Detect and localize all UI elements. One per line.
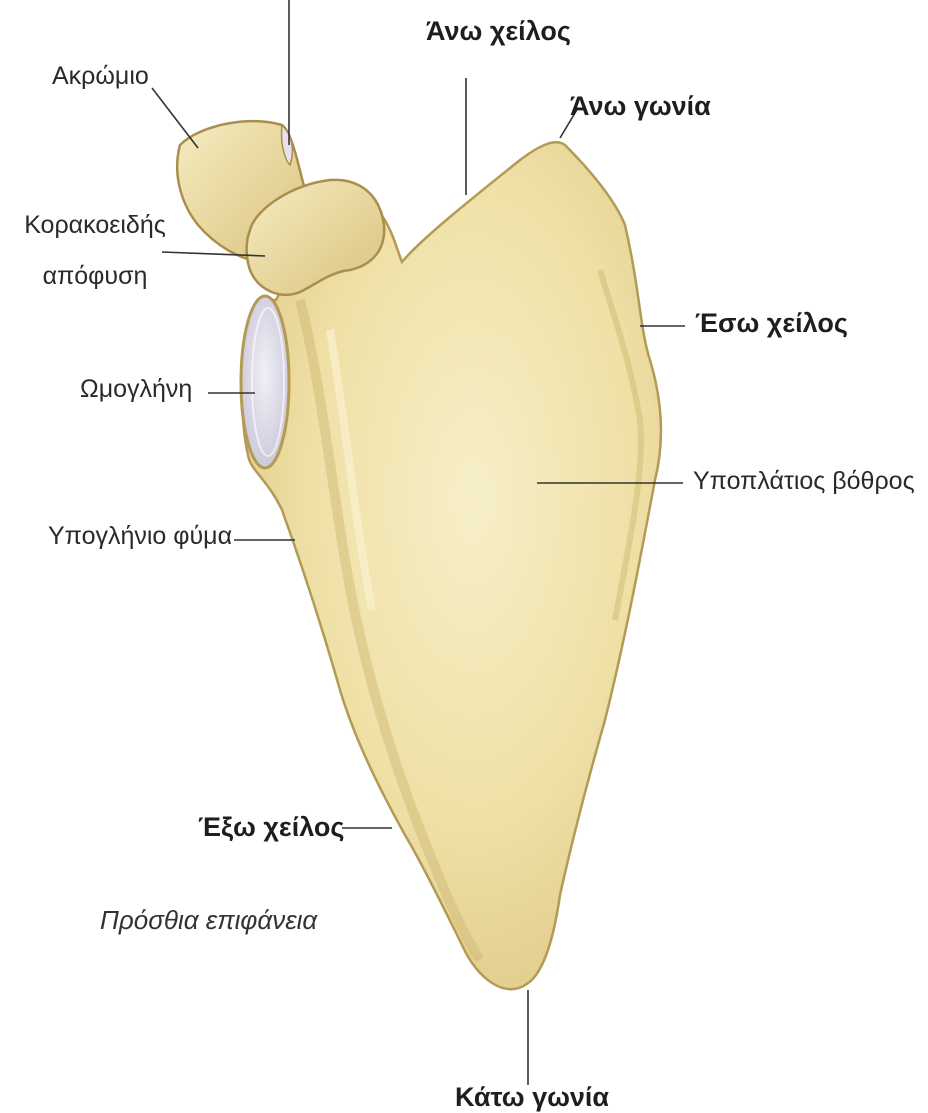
- label-subscapular-fossa: Υποπλάτιος βόθρος: [693, 469, 915, 494]
- label-inferior-angle: Κάτω γωνία: [455, 1084, 609, 1111]
- label-medial-border: Έσω χείλος: [695, 310, 848, 337]
- glenoid-shape: [241, 296, 289, 468]
- label-acromion: Ακρώμιο: [52, 64, 149, 89]
- label-glenoid: Ωμογλήνη: [80, 377, 192, 402]
- label-lateral-border: Έξω χείλος: [198, 814, 344, 841]
- label-coracoid-line1: Κορακοειδής: [20, 213, 170, 238]
- figure-caption: Πρόσθια επιφάνεια: [100, 907, 317, 933]
- label-superior-border: Άνω χείλος: [426, 18, 571, 45]
- label-superior-angle: Άνω γωνία: [570, 93, 711, 120]
- label-coracoid-line2: απόφυση: [20, 264, 170, 289]
- label-infraglenoid-tubercle: Υπογλήνιο φύμα: [48, 524, 232, 549]
